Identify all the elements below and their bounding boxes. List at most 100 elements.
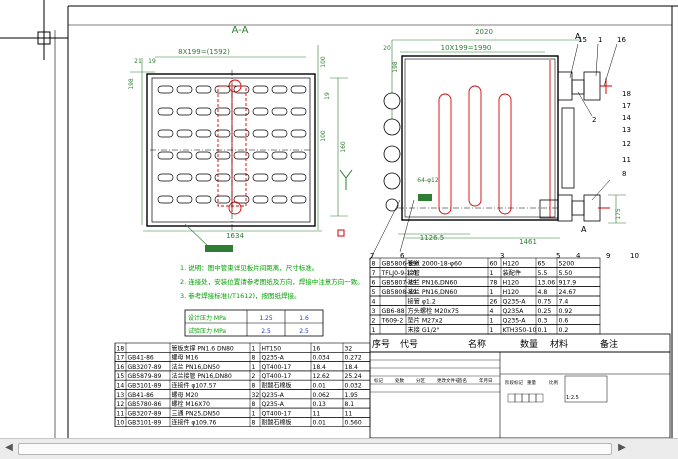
pressure-test-v1: 2.5 <box>261 328 271 335</box>
note-line: 1. 说明：图中管束详见板片间距离，尺寸标准。 <box>180 263 318 272</box>
sheet-frame <box>54 5 678 438</box>
tube-slot <box>176 129 193 138</box>
dim-bottom-b: 1461 <box>519 238 537 246</box>
tube-slot <box>271 107 288 116</box>
dim-sub-right: 10X199=1990 <box>441 44 492 52</box>
bom-cell: 16 <box>313 345 321 352</box>
bom-cell: Q235-A <box>262 355 285 362</box>
tube-slot <box>233 107 250 116</box>
bom-cell: 8 <box>252 383 256 390</box>
view-label-aa: A-A <box>232 25 249 36</box>
bom-cell: Q235-A <box>503 318 527 325</box>
part-balloon: 4 <box>576 252 581 260</box>
bom-cell: 8 <box>252 355 256 362</box>
scroll-left-arrow-icon[interactable]: ◀ <box>5 442 13 453</box>
tube-slot <box>176 107 193 116</box>
horizontal-scrollbar[interactable]: ◀ ▶ <box>0 438 678 459</box>
bom-cell: 0.034 <box>313 355 330 362</box>
bom-header-cell: 材料 <box>550 338 568 350</box>
bom-cell: GB3101-89 <box>128 420 162 427</box>
tube-slot <box>252 107 269 116</box>
dim-bottom-left: 1634 <box>226 232 244 240</box>
bom-cell: 1 <box>490 270 494 277</box>
bom-cell: 1 <box>490 327 494 334</box>
bom-cell: 8 <box>252 420 256 427</box>
tube-slot <box>157 195 174 204</box>
dim-right-side: 175 <box>615 208 622 220</box>
bom-cell: 0.13 <box>313 401 327 408</box>
title-cell: 处数 <box>395 377 404 384</box>
label-tag-left <box>205 245 233 252</box>
bom-cell: 8 <box>252 401 256 408</box>
bom-header-cell: 备注 <box>600 338 618 350</box>
part-balloon: 15 <box>578 36 587 44</box>
part-balloon: 3 <box>500 252 504 260</box>
bom-cell: 法兰接管 PN16,DN80 <box>172 372 232 380</box>
part-balloon: 9 <box>606 252 610 260</box>
dim-left-a: 21 <box>134 58 142 65</box>
label-tag-right <box>418 194 432 201</box>
title-cell: 年月日 <box>479 377 493 384</box>
title-cell: 分区 <box>416 377 425 384</box>
bom-cell: 917.9 <box>559 280 577 287</box>
bom-cell: 方头螺栓 M20x75 <box>408 307 460 315</box>
part-balloon: 11 <box>622 156 631 164</box>
tube-slot <box>290 151 307 160</box>
bom-cell: 0.92 <box>559 308 573 315</box>
bom-cell: 连接件 φ107.57 <box>172 382 217 390</box>
bom-cell: 32 <box>252 392 260 399</box>
tube-slot <box>233 173 250 182</box>
part-balloon: 13 <box>622 126 631 134</box>
bom-cell: 14 <box>117 383 125 390</box>
bom-cell: 法兰 PN16,DN60 <box>408 279 458 287</box>
bom-cell: 65 <box>538 261 546 268</box>
bom-cell: GB3101-89 <box>128 383 162 390</box>
tube-slot <box>195 151 212 160</box>
bom-cell: 0.062 <box>313 392 330 399</box>
bom-cell: GB5780-86 <box>128 401 162 408</box>
bom-cell: 0.25 <box>538 308 552 315</box>
tube-slot <box>214 195 231 204</box>
tube-slot <box>271 195 288 204</box>
bom-header-cell: 代号 <box>400 339 418 350</box>
bom-cell: GB5807-89 <box>382 280 417 287</box>
bom-cell: 4 <box>372 299 376 306</box>
bom-cell: 15 <box>117 373 125 380</box>
tube-slot <box>176 85 193 94</box>
scroll-right-arrow-icon[interactable]: ▶ <box>618 442 626 453</box>
tube-slot <box>157 173 174 182</box>
bom-cell: GB3207-89 <box>128 364 162 371</box>
part-balloon: 5 <box>556 252 560 260</box>
tube-slot <box>233 195 250 204</box>
part-balloon: 14 <box>622 114 631 122</box>
bom-cell: 1 <box>252 364 256 371</box>
bom-cell: GB5879-89 <box>128 373 162 380</box>
part-balloon: 10 <box>630 252 639 260</box>
part-balloon: 1 <box>598 36 602 44</box>
tube-slot <box>290 107 307 116</box>
bom-cell: 18 <box>117 345 125 352</box>
note-line: 2. 连接处，安装位置请参考图纸及方向，焊接中注意方向一致。 <box>180 277 364 286</box>
bom-header-cell: 数量 <box>520 338 538 350</box>
bom-cell: 垫片 M27x2 <box>408 317 443 325</box>
bom-cell: 8.1 <box>345 401 355 408</box>
bom-cell: 25.24 <box>345 373 362 380</box>
bom-cell: 8 <box>372 261 376 268</box>
bom-cell: TFLJ0-9-1-0 <box>381 270 417 277</box>
bom-cell: 10 <box>117 420 125 427</box>
bom-cell: 0.2 <box>559 327 569 334</box>
bom-cell: 管板支撑 PN1.6 DN80 <box>172 344 234 352</box>
bom-cell: QT400-17 <box>262 373 292 380</box>
bom-cell: 1 <box>372 327 376 334</box>
slot-grid <box>157 85 307 204</box>
bom-cell: GB41-86 <box>128 355 154 362</box>
tube-slot <box>195 107 212 116</box>
bom-cell: 5 <box>372 289 376 296</box>
bom-cell: 装配件 <box>503 269 522 277</box>
scrollbar-thumb[interactable] <box>18 443 612 455</box>
bom-cell: 2 <box>372 318 376 325</box>
bom-cell: 12.62 <box>313 373 330 380</box>
pressure-table: 设计压力 MPa 1.25 1.6 试验压力 MPa 2.5 2.5 <box>184 309 324 337</box>
tube-slot <box>233 151 250 160</box>
bom-cell: 6 <box>372 280 376 287</box>
